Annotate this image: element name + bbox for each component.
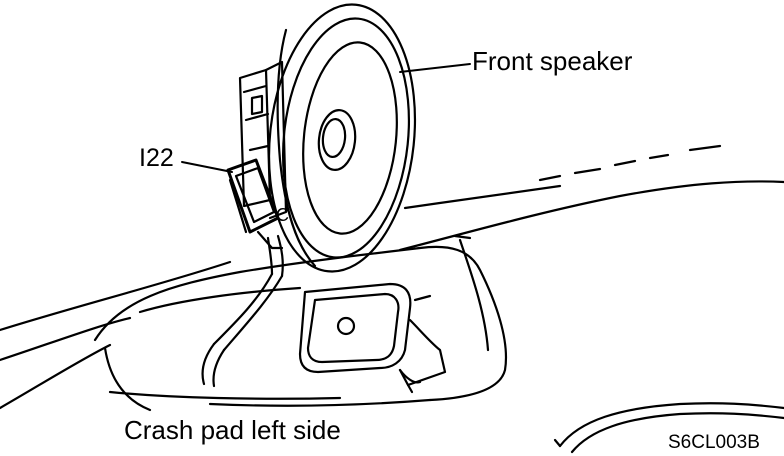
wiring-harness [201, 234, 284, 388]
leader-lines [181, 63, 471, 173]
i22-connector [226, 158, 284, 250]
speaker-bracket [298, 282, 447, 394]
lower-trim [553, 402, 784, 454]
crash-pad-outline [93, 234, 507, 412]
crash-pad-label: Crash pad left side [124, 415, 341, 445]
mount-mark: C [276, 205, 289, 225]
dashboard-outline [0, 144, 784, 410]
figure-code: S6CL003B [668, 432, 760, 453]
connector-label: I22 [139, 144, 174, 172]
front-speaker-label: Front speaker [472, 46, 633, 76]
front-speaker [267, 3, 417, 273]
